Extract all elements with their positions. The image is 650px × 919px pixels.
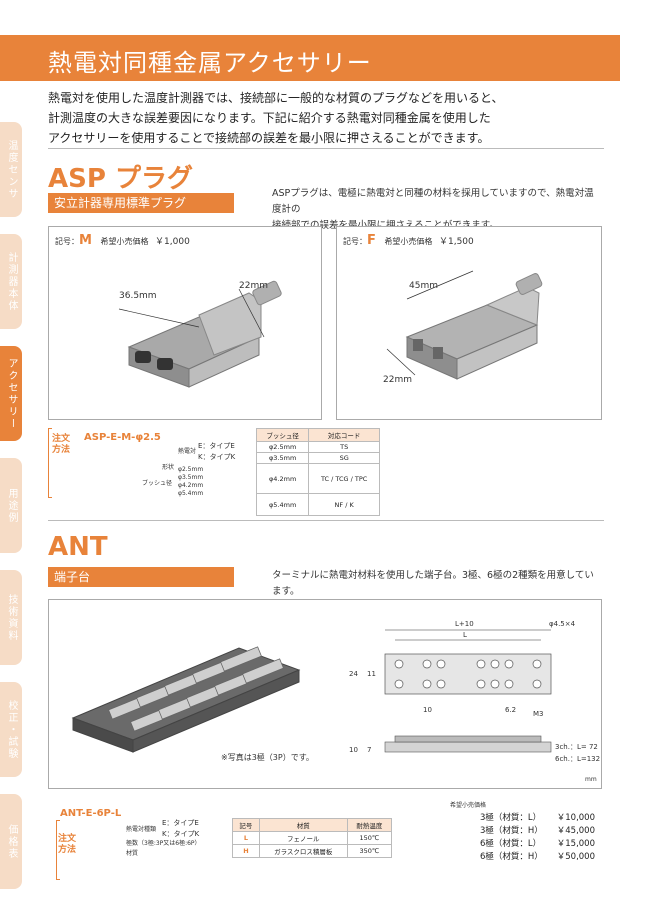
ant-order-material-label: 材質 [126, 850, 139, 857]
ant-dim-w10: 10 [423, 706, 432, 714]
divider [48, 148, 604, 149]
asp-desc-line: ASPプラグは、電極に熱電対と同種の材料を採用していますので、熱電対温度計の [272, 188, 594, 215]
intro-line: 熱電対を使用した温度計測器では、接続部に一般的な材質のプラグなどを用いると、 [48, 91, 504, 105]
list-item: 6極（材質：H）￥50,000 [480, 852, 595, 862]
ant-price-list: 3極（材質：L）￥10,000 3極（材質：H）￥45,000 6極（材質：L）… [480, 812, 595, 864]
ant-subtitle: 端子台 [48, 567, 234, 587]
asp-order-bracket [48, 428, 52, 498]
asp-f-code: 記号：F 希望小売価格 ￥1,500 [343, 233, 474, 248]
tab-technical[interactable]: 技術資料 [0, 570, 22, 665]
intro-line: 計測温度の大きな誤差要因になります。下記に紹介する熱電対同種金属を使用した [48, 111, 491, 125]
page-header: 熱電対同種金属アクセサリー [0, 35, 620, 81]
asp-order-code: ASP-E-M-φ2.5 [84, 432, 161, 443]
intro-line: アクセサリーを使用することで接続部の誤差を最小限に押さえることができます。 [48, 131, 490, 145]
ant-order-polarity-k: K：タイプK [162, 830, 200, 838]
asp-order-bush-label: ブッシュ径 [142, 480, 173, 487]
divider [48, 520, 604, 521]
asp-order-polarity-k: K：タイプK [198, 453, 236, 461]
asp-subtitle: 安立計器専用標準プラグ [48, 193, 234, 213]
tab-temperature-sensor[interactable]: 温度センサ [0, 122, 22, 217]
asp-title: ASP プラグ [48, 164, 193, 194]
ant-dim-w62: 6.2 [505, 706, 517, 714]
asp-m-plug-illustration [118, 280, 282, 388]
ant-dim-l10: L+10 [455, 620, 474, 628]
ant-order-poles-label: 極数（3極:3P又は6極:6P） [126, 840, 201, 847]
ant-dim-h24: 24 [349, 670, 358, 678]
ant-title: ANT [48, 532, 108, 562]
ant-order-polarity-label: 熱電対種類 [126, 826, 157, 833]
tab-application[interactable]: 用途例 [0, 458, 22, 553]
asp-order-shape-label: 形状 [162, 464, 175, 471]
ant-dim-h7: 7 [367, 746, 372, 754]
ant-order-label: 注文方法 [58, 834, 77, 855]
ant-dim-3ch: 3ch.：L= 72 [555, 743, 598, 751]
tab-price-list[interactable]: 価格表 [0, 794, 22, 889]
ant-dim-hole: φ4.5×4 [549, 620, 576, 628]
ant-dim-m3: M3 [533, 710, 544, 718]
ant-description: ターミナルに熱電対材料を使用した端子台。3極、6極の2種類を用意しています。 [272, 570, 594, 597]
tab-accessory[interactable]: アクセサリー [0, 346, 22, 441]
ant-dim-l: L [463, 631, 467, 639]
ant-order-polarity-e: E：タイプE [162, 819, 199, 827]
asp-order-polarity-label: 熱電対 [178, 448, 197, 455]
ant-order-bracket [56, 820, 60, 880]
asp-order-polarity-e: E：タイプE [198, 442, 235, 450]
tab-calibration[interactable]: 校正・試験 [0, 682, 22, 777]
tab-instrument[interactable]: 計測器本体 [0, 234, 22, 329]
asp-m-dim-length: 36.5mm [119, 291, 157, 301]
list-item: 6極（材質：L）￥15,000 [480, 839, 595, 849]
asp-f-dim-width: 22mm [383, 375, 412, 385]
ant-dim-h10: 10 [349, 746, 358, 754]
ant-price-label: 希望小売価格 [450, 802, 487, 809]
asp-card-m: 記号：M 希望小売価格 ￥1,000 36.5mm 22mm [48, 226, 322, 420]
asp-m-code: 記号：M 希望小売価格 ￥1,000 [55, 233, 190, 248]
asp-description: ASPプラグは、電極に熱電対と同種の材料を採用していますので、熱電対温度計の 接… [272, 186, 602, 234]
asp-order-label: 注文方法 [52, 434, 71, 455]
asp-m-dim-width: 22mm [239, 281, 268, 291]
asp-f-plug-illustration [386, 270, 543, 380]
ant-dim-6ch: 6ch.：L=132 [555, 755, 601, 763]
asp-desc-line: 接続部での誤差を最小限に押さえることができます。 [272, 218, 602, 234]
page-title: 熱電対同種金属アクセサリー [48, 49, 372, 77]
asp-f-dim-length: 45mm [409, 281, 438, 291]
list-item: 3極（材質：L）￥10,000 [480, 813, 595, 823]
ant-dim-h11: 11 [367, 670, 376, 678]
asp-card-f: 記号：F 希望小売価格 ￥1,500 45mm 22mm [336, 226, 602, 420]
intro-text: 熱電対を使用した温度計測器では、接続部に一般的な材質のプラグなどを用いると、 計… [48, 88, 608, 148]
asp-order-bush-options: φ2.5mm φ3.5mm φ4.2mm φ5.4mm [178, 466, 204, 497]
ant-photo-note: ※写真は3極（3P）です。 [221, 753, 314, 762]
ant-terminal-illustration [71, 629, 552, 753]
ant-card: L+10 L φ4.5×4 24 11 10 6.2 M3 10 7 3ch.：… [48, 599, 602, 789]
list-item: 3極（材質：H）￥45,000 [480, 826, 595, 836]
ant-order-code: ANT-E-6P-L [60, 808, 122, 819]
ant-dim-unit: mm [585, 776, 597, 783]
